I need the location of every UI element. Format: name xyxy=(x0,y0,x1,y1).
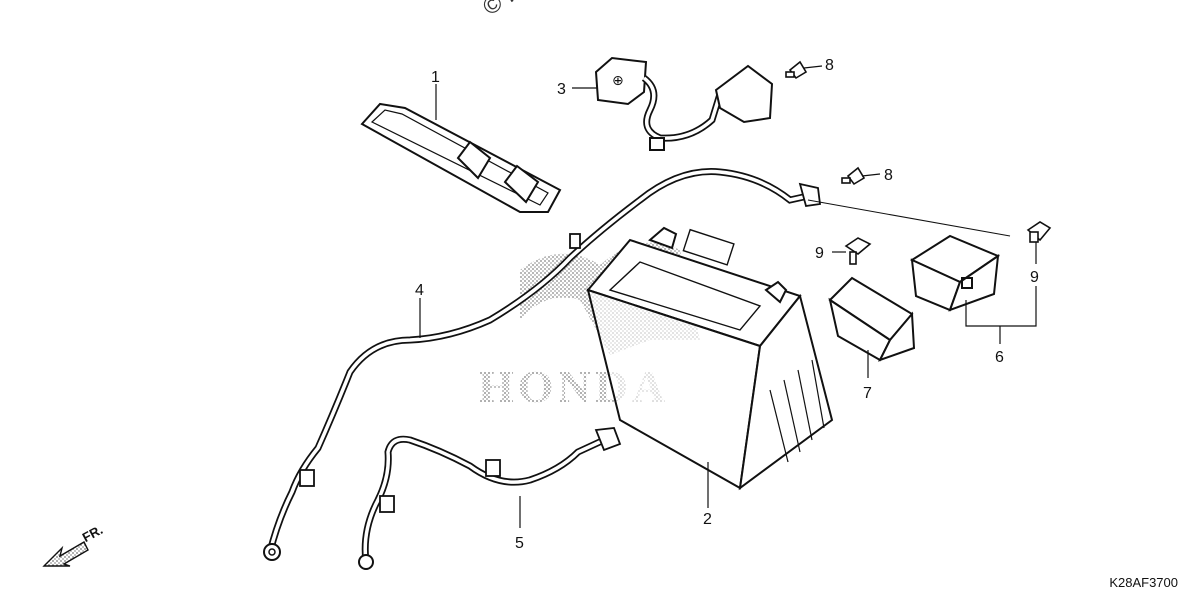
callout-6: 6 xyxy=(995,349,1004,366)
bolt-part-upper[interactable] xyxy=(785,60,808,80)
callout-8-upper: 8 xyxy=(825,57,834,74)
fuse-part-right[interactable] xyxy=(1026,221,1052,243)
svg-text:⊕: ⊕ xyxy=(612,73,624,89)
diagram-code: K28AF3700 xyxy=(1109,575,1178,590)
bolt-part-lower[interactable] xyxy=(841,166,866,186)
ground-cable-part[interactable] xyxy=(358,427,622,570)
callout-5: 5 xyxy=(515,535,524,552)
callout-3: 3 xyxy=(557,81,566,98)
callout-8-lower: 8 xyxy=(884,167,893,184)
callout-4: 4 xyxy=(415,282,424,299)
callout-2: 2 xyxy=(703,511,712,528)
callout-7: 7 xyxy=(863,385,872,402)
battery-part[interactable] xyxy=(586,226,834,491)
main-cable-part[interactable] xyxy=(263,168,1011,561)
positive-cable-part[interactable]: ⊕ xyxy=(594,56,774,151)
callout-9-left: 9 xyxy=(815,245,824,262)
battery-band-part[interactable] xyxy=(360,102,562,213)
front-direction-arrow-icon xyxy=(42,541,89,567)
callout-leaders xyxy=(419,65,1037,528)
fuse-box-cover-part[interactable] xyxy=(828,276,916,362)
callout-9-right: 9 xyxy=(1030,269,1039,286)
fuse-box-part[interactable] xyxy=(909,234,1001,312)
callout-1: 1 xyxy=(431,69,440,86)
fuse-part-left[interactable] xyxy=(844,237,872,265)
